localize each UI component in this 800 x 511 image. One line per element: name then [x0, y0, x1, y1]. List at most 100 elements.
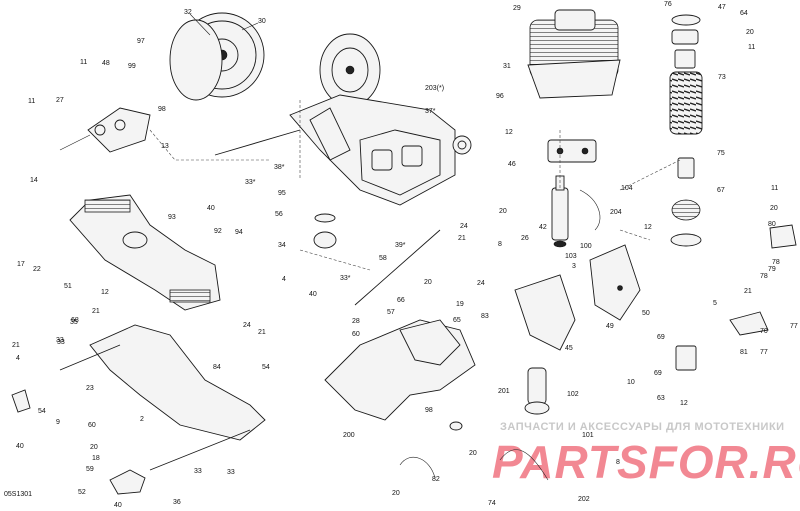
- callout-label: 56: [275, 211, 283, 218]
- callout-label: 20: [746, 29, 754, 36]
- callout-label: 95: [278, 190, 286, 197]
- callout-label: 202: [578, 496, 590, 503]
- callout-label: 9: [56, 419, 60, 426]
- callout-label: 70: [760, 328, 768, 335]
- callout-label: 98: [158, 106, 166, 113]
- callout-label: 33*: [245, 179, 256, 186]
- callout-label: 64: [740, 10, 748, 17]
- callout-label: 24: [460, 223, 468, 230]
- callout-label: 47: [718, 4, 726, 11]
- pulley-cover-assembly: [169, 12, 381, 107]
- callout-label: 20: [770, 205, 778, 212]
- callout-label: 11: [28, 98, 35, 105]
- callout: 32: [184, 9, 211, 36]
- callout-label: 33: [227, 469, 235, 476]
- callout-label: 51: [64, 283, 72, 290]
- callout-label: 4: [16, 355, 20, 362]
- callout-label: 11: [80, 59, 87, 66]
- callout-label: 84: [213, 364, 221, 371]
- callout-label: 26: [521, 235, 529, 242]
- lower-frame-center: [324, 319, 476, 421]
- callout-label: 27: [56, 97, 64, 104]
- callout-label: 10: [627, 379, 635, 386]
- callout-label: 73: [718, 74, 726, 81]
- callout-label: 54: [38, 408, 46, 415]
- callout-label: 75: [717, 150, 725, 157]
- callout-label: 20: [499, 208, 507, 215]
- callout-label: 97: [137, 38, 145, 45]
- callout-label: 59: [86, 466, 94, 473]
- callout-label: 83: [481, 313, 489, 320]
- callout-label: 33: [56, 337, 64, 344]
- upper-linkage: [59, 107, 151, 153]
- callout-label: 81: [740, 349, 748, 356]
- callout-label: 42: [539, 224, 547, 231]
- spring-assembly: [669, 14, 703, 247]
- callout-label: 33: [57, 339, 65, 346]
- watermark: ЗАПЧАСТИ И АКСЕССУАРЫ ДЛЯ МОТОТЕХНИКИ PA…: [492, 421, 800, 488]
- airbox: [527, 9, 621, 163]
- callout-label: 67: [717, 187, 725, 194]
- callout-label: 12: [101, 289, 109, 296]
- callout-label: 19: [456, 301, 464, 308]
- swing-arm: [214, 94, 472, 206]
- callout-label: 60: [88, 422, 96, 429]
- callout-label: 45: [565, 345, 573, 352]
- callout-label: 49: [606, 323, 614, 330]
- watermark-brand: PARTSFOR.RU: [492, 436, 800, 488]
- callout-label: 24: [243, 322, 251, 329]
- callout-label: 3: [572, 263, 576, 270]
- callout-label: 24: [477, 280, 485, 287]
- callout-label: 33*: [340, 275, 351, 282]
- callout-label: 23: [86, 385, 94, 392]
- watermark-tagline: ЗАПЧАСТИ И АКСЕССУАРЫ ДЛЯ МОТОТЕХНИКИ: [500, 421, 785, 433]
- callout-label: 68: [71, 317, 79, 324]
- shock-absorber: [551, 175, 601, 248]
- callout-label: 203(*): [425, 85, 444, 92]
- callout-label: 94: [235, 229, 243, 236]
- callout-label: 13: [161, 143, 169, 150]
- callout-label: 79: [768, 266, 776, 273]
- callout-label: 50: [642, 310, 650, 317]
- callout-label: 101: [582, 432, 594, 439]
- callout-label: 12: [680, 400, 688, 407]
- callout-label: 21: [458, 235, 466, 242]
- callout-label: 18: [92, 455, 100, 462]
- callout-label: 96: [496, 93, 504, 100]
- callout-label: 102: [567, 391, 579, 398]
- callout-label: 78: [760, 273, 768, 280]
- callout-label: 31: [503, 63, 511, 70]
- callout-label: 21: [12, 342, 20, 349]
- callout-label: 40: [207, 205, 215, 212]
- callout-label: 99: [128, 63, 136, 70]
- callout-label: 40: [114, 502, 122, 509]
- callout-label: 4: [282, 276, 286, 283]
- callout-label: 77: [790, 323, 798, 330]
- shaft-center: [313, 213, 441, 306]
- callout-label: 80: [768, 221, 776, 228]
- callout-label: 8: [498, 241, 502, 248]
- callout-label: 54: [262, 364, 270, 371]
- callout-label: 100: [580, 243, 592, 250]
- callout-label: 12: [644, 224, 652, 231]
- callout-label: 35: [70, 319, 78, 326]
- left-rail: [69, 194, 221, 311]
- callout-label: 5: [713, 300, 717, 307]
- callout-label: 11: [771, 185, 778, 192]
- callout-label: 11: [748, 44, 755, 51]
- callout-label: 66: [397, 297, 405, 304]
- callout-label: 32: [184, 9, 192, 16]
- callout-label: 40: [16, 443, 24, 450]
- callout-label: 63: [657, 395, 665, 402]
- callout-label: 34: [278, 242, 286, 249]
- support-brackets: [514, 244, 641, 351]
- callout-label: 8: [616, 459, 620, 466]
- callout-label: 21: [92, 308, 100, 315]
- callout-label: 48: [102, 60, 110, 67]
- callout-label: 14: [30, 177, 38, 184]
- callout-label: 38*: [274, 164, 285, 171]
- callout-label: 204: [610, 209, 622, 216]
- callout-label: 2: [140, 416, 144, 423]
- callout-label: 37*: [425, 108, 436, 115]
